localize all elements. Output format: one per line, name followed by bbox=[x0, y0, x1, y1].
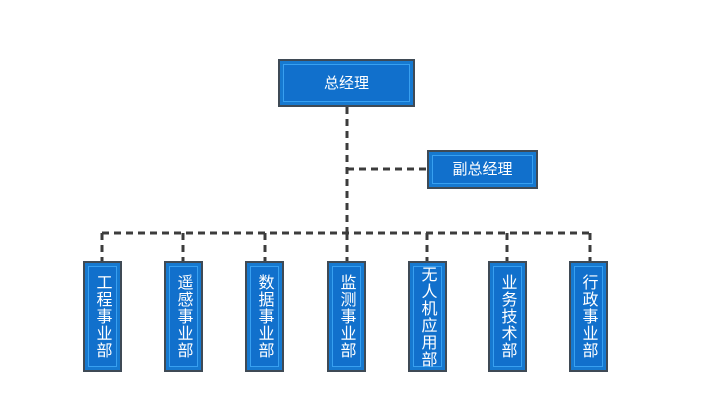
node-label: 总经理 bbox=[323, 73, 369, 92]
node-department-drone-application: 无人机应用部 bbox=[408, 261, 447, 372]
node-label: 副总经理 bbox=[452, 160, 513, 178]
node-department-business-technology: 业务技术部 bbox=[488, 261, 527, 372]
node-inner-frame bbox=[432, 155, 533, 184]
node-department-engineering: 工程事业部 bbox=[83, 261, 122, 372]
node-general-manager: 总经理 bbox=[278, 59, 415, 107]
node-department-administration: 行政事业部 bbox=[569, 261, 608, 372]
node-label: 数据事业部 bbox=[255, 274, 275, 359]
node-label: 遥感事业部 bbox=[174, 274, 194, 359]
node-department-monitoring: 监测事业部 bbox=[327, 261, 366, 372]
node-department-data: 数据事业部 bbox=[245, 261, 284, 372]
node-inner-frame bbox=[88, 266, 117, 367]
node-inner-frame bbox=[332, 266, 361, 367]
node-department-remote-sensing: 遥感事业部 bbox=[164, 261, 203, 372]
node-inner-frame bbox=[413, 266, 442, 367]
node-label: 行政事业部 bbox=[579, 274, 599, 359]
node-inner-frame bbox=[574, 266, 603, 367]
node-label: 工程事业部 bbox=[93, 274, 113, 359]
node-inner-frame bbox=[169, 266, 198, 367]
node-inner-frame bbox=[283, 64, 410, 102]
node-inner-frame bbox=[493, 266, 522, 367]
node-label: 业务技术部 bbox=[498, 274, 518, 359]
node-label: 无人机应用部 bbox=[418, 265, 438, 368]
node-label: 监测事业部 bbox=[337, 274, 357, 359]
node-inner-frame bbox=[250, 266, 279, 367]
node-deputy-general-manager: 副总经理 bbox=[427, 150, 538, 189]
